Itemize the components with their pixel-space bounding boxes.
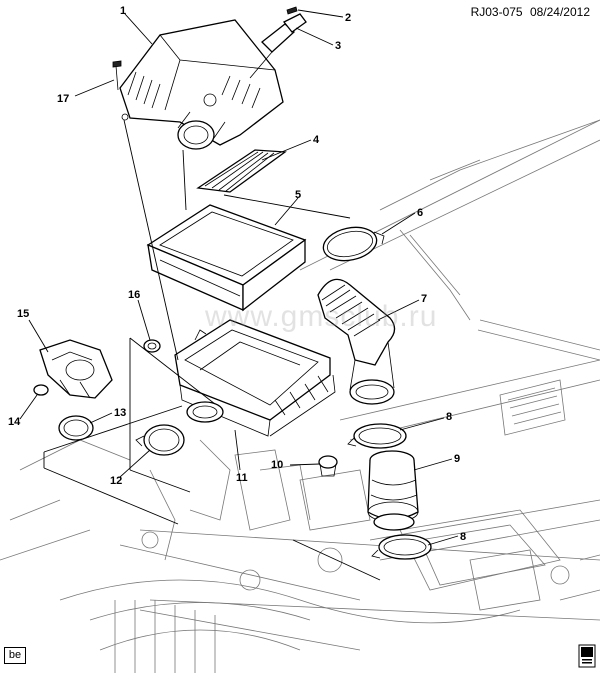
be-badge: be [4, 647, 26, 664]
part-2-screw [286, 6, 298, 15]
callout-8-upper: 8 [446, 411, 452, 423]
watermark: www.gmsclub.ru [205, 300, 438, 333]
callout-15: 15 [17, 308, 29, 320]
part-9-resonator [367, 450, 419, 531]
callout-13: 13 [114, 407, 126, 419]
part-8-upper-clamp [347, 423, 407, 449]
part-3-sensor [249, 13, 307, 79]
callout-3: 3 [335, 40, 341, 52]
document-id: RJ03-075 08/24/2012 [467, 5, 590, 19]
callout-10: 10 [271, 459, 283, 471]
doc-code: RJ03-075 [470, 5, 523, 19]
callout-2: 2 [345, 12, 351, 24]
document-logo-icon [578, 644, 596, 668]
part-15-inlet-duct [39, 339, 113, 399]
leader-lines [19, 9, 459, 581]
part-13-seal-ring [58, 415, 94, 441]
part-6-clamp [322, 226, 385, 262]
callout-7: 7 [421, 293, 427, 305]
callout-14: 14 [8, 416, 21, 428]
callout-9: 9 [454, 453, 460, 465]
callout-17: 17 [57, 93, 69, 105]
part-16-grommet [143, 339, 161, 353]
callout-1: 1 [120, 5, 126, 17]
doc-date: 08/24/2012 [529, 5, 590, 19]
callout-6: 6 [417, 207, 423, 219]
callout-labels: 1 2 3 4 5 6 7 8 9 8 10 11 12 13 14 15 16… [8, 5, 466, 543]
part-5-air-filter [146, 204, 307, 312]
callout-12: 12 [110, 475, 122, 487]
callout-5: 5 [295, 189, 301, 201]
part-1-air-cleaner-cover [119, 19, 284, 150]
callout-11: 11 [236, 472, 248, 484]
part-14-grommet [33, 384, 49, 396]
part-17-bolt [112, 60, 122, 91]
part-11-lower-housing [174, 319, 336, 437]
callout-8-lower: 8 [460, 531, 466, 543]
part-4-filter-element [196, 149, 287, 193]
part-7-intake-duct [317, 278, 396, 405]
part-12-clamp [135, 424, 185, 456]
callout-16: 16 [128, 289, 140, 301]
callout-4: 4 [313, 134, 320, 146]
part-8-lower-clamp [371, 534, 432, 560]
part-10-grommet [318, 455, 338, 477]
